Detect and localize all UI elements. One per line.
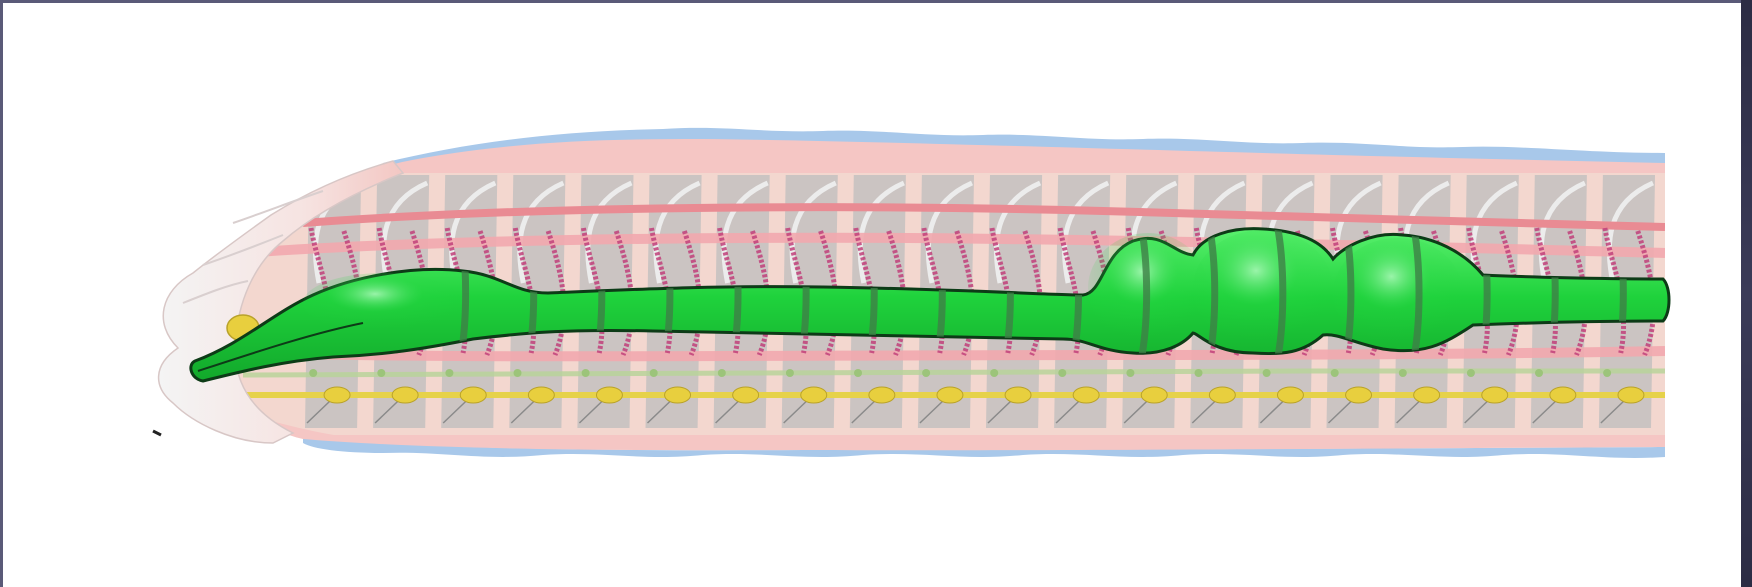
ganglion — [1618, 387, 1644, 403]
vessel-node — [650, 369, 658, 377]
vessel-node — [309, 369, 317, 377]
diagram-panel — [3, 3, 1741, 587]
ganglion — [596, 387, 622, 403]
ganglion — [869, 387, 895, 403]
vessel-node — [1126, 369, 1134, 377]
frame-edge — [1741, 0, 1752, 587]
vessel-node — [718, 369, 726, 377]
ganglion — [1346, 387, 1372, 403]
ganglion — [937, 387, 963, 403]
vessel-node — [1535, 369, 1543, 377]
vessel-node — [582, 369, 590, 377]
ganglion — [1005, 387, 1031, 403]
vessel-node — [990, 369, 998, 377]
ganglion — [1414, 387, 1440, 403]
vessel-node — [514, 369, 522, 377]
vessel-node — [1058, 369, 1066, 377]
vessel-node — [1263, 369, 1271, 377]
ganglion — [324, 387, 350, 403]
vessel-node — [377, 369, 385, 377]
ganglion — [460, 387, 486, 403]
vessel-node — [445, 369, 453, 377]
ganglion — [528, 387, 554, 403]
earthworm-diagram — [3, 3, 1741, 587]
ganglion — [1550, 387, 1576, 403]
ganglion — [1073, 387, 1099, 403]
vessel-node — [922, 369, 930, 377]
vessel-node — [1399, 369, 1407, 377]
mouth-mark — [153, 431, 161, 435]
ganglion — [801, 387, 827, 403]
vessel-node — [786, 369, 794, 377]
vessel-node — [1603, 369, 1611, 377]
ganglion — [1277, 387, 1303, 403]
vessel-node — [1467, 369, 1475, 377]
ganglion — [392, 387, 418, 403]
ganglion — [1209, 387, 1235, 403]
ganglion — [733, 387, 759, 403]
ganglion — [665, 387, 691, 403]
vessel-node — [1195, 369, 1203, 377]
vessel-node — [1331, 369, 1339, 377]
vessel-node — [854, 369, 862, 377]
pharynx-highlight — [303, 273, 463, 333]
ganglion — [1482, 387, 1508, 403]
ganglion — [1141, 387, 1167, 403]
